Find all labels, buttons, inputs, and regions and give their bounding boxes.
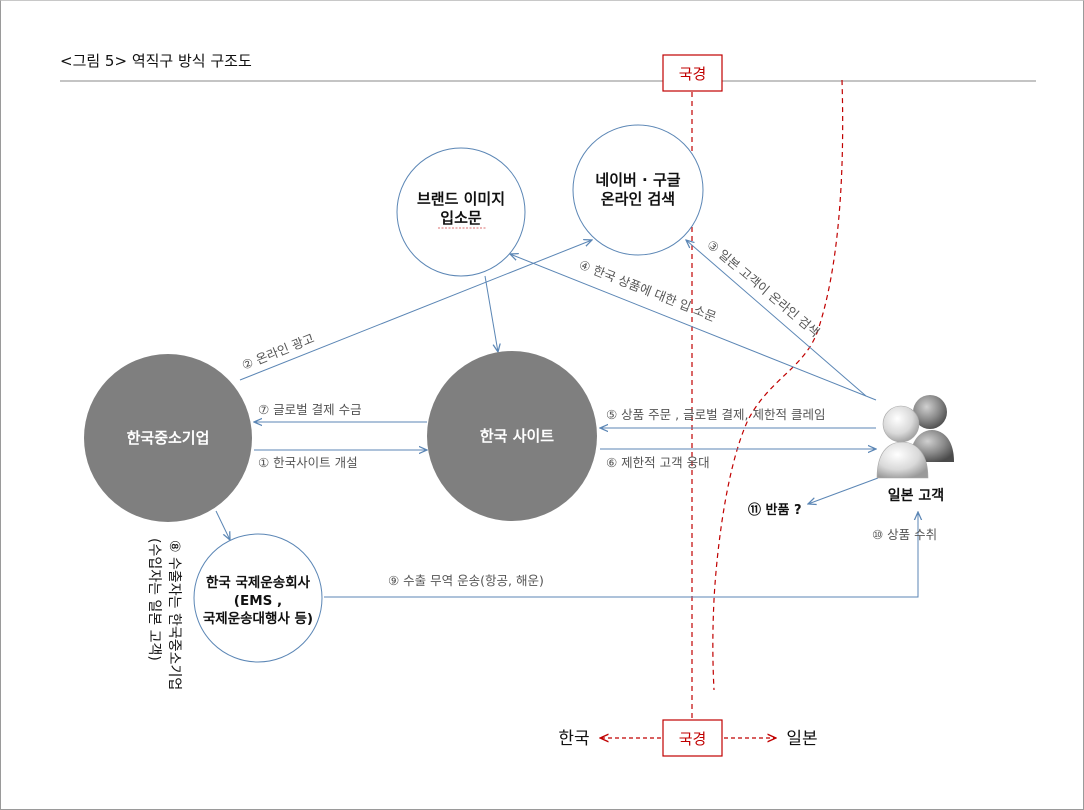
sme-label: 한국중소기업 xyxy=(127,429,210,447)
edge-label-customer-search: ③ 일본 고객이 온라인 검색 xyxy=(704,237,823,340)
shipping-node xyxy=(193,533,323,663)
edge-label-return: ⑪ 반품 ? xyxy=(748,502,802,518)
boundary-curve xyxy=(712,79,844,691)
edge-label-importer: (수입자는 일본 고객) xyxy=(146,538,162,661)
edge-label-payment: ⑦ 글로벌 결제 수금 xyxy=(258,402,362,417)
brand-label-line2: 입소문 xyxy=(440,209,482,227)
border-label-bottom: 국경 xyxy=(679,730,707,748)
edge-label-word-of-mouth: ④ 한국 상품에 대한 입 소문 xyxy=(577,257,718,324)
border-label-top-box xyxy=(662,54,723,92)
border-label-top: 국경 xyxy=(679,65,707,83)
edge-label-export-shipping: ⑨ 수출 무역 운송(항공, 해운) xyxy=(388,573,544,588)
site-node xyxy=(427,351,597,521)
edge-label-online-ad: ② 온라인 광고 xyxy=(240,331,317,373)
search-label-line2: 온라인 검색 xyxy=(601,190,675,208)
edge-label-receipt: ⑩ 상품 수취 xyxy=(872,527,937,542)
edge-sme-to-shipping xyxy=(215,510,230,540)
shipping-label-line1: 한국 국제운송회사 xyxy=(206,575,311,591)
brand-label-line1: 브랜드 이미지 xyxy=(417,190,505,208)
shipping-label-line2: (EMS , xyxy=(234,593,282,609)
edge-label-order: ⑤ 상품 주문 , 글로벌 결제, 제한적 클레임 xyxy=(606,407,825,422)
customer-icon xyxy=(876,395,954,479)
customer-label: 일본 고객 xyxy=(888,487,944,504)
edge-brand-to-site xyxy=(484,275,498,352)
edge-customer-search xyxy=(686,240,867,397)
brand-node xyxy=(396,147,526,277)
search-label-line1: 네이버 · 구글 xyxy=(595,171,680,189)
search-node xyxy=(572,124,704,256)
edge-label-exporter: ⑧ 수출자는 한국중소기업 xyxy=(166,540,182,690)
edge-export-shipping xyxy=(324,512,918,598)
edge-label-customer-service: ⑥ 제한적 고객 응대 xyxy=(606,455,710,470)
korea-label: 한국 xyxy=(558,729,589,749)
edge-return xyxy=(808,477,879,504)
shipping-label-line3: 국제운송대행사 등) xyxy=(203,611,313,627)
edge-label-open-site: ① 한국사이트 개설 xyxy=(258,455,358,470)
border-label-bottom-box xyxy=(662,719,723,757)
site-label: 한국 사이트 xyxy=(480,427,554,445)
figure-title: <그림 5> 역직구 방식 구조도 xyxy=(60,52,252,70)
japan-label: 일본 xyxy=(786,729,817,749)
edge-word-of-mouth xyxy=(510,254,877,401)
sme-node xyxy=(84,354,252,522)
